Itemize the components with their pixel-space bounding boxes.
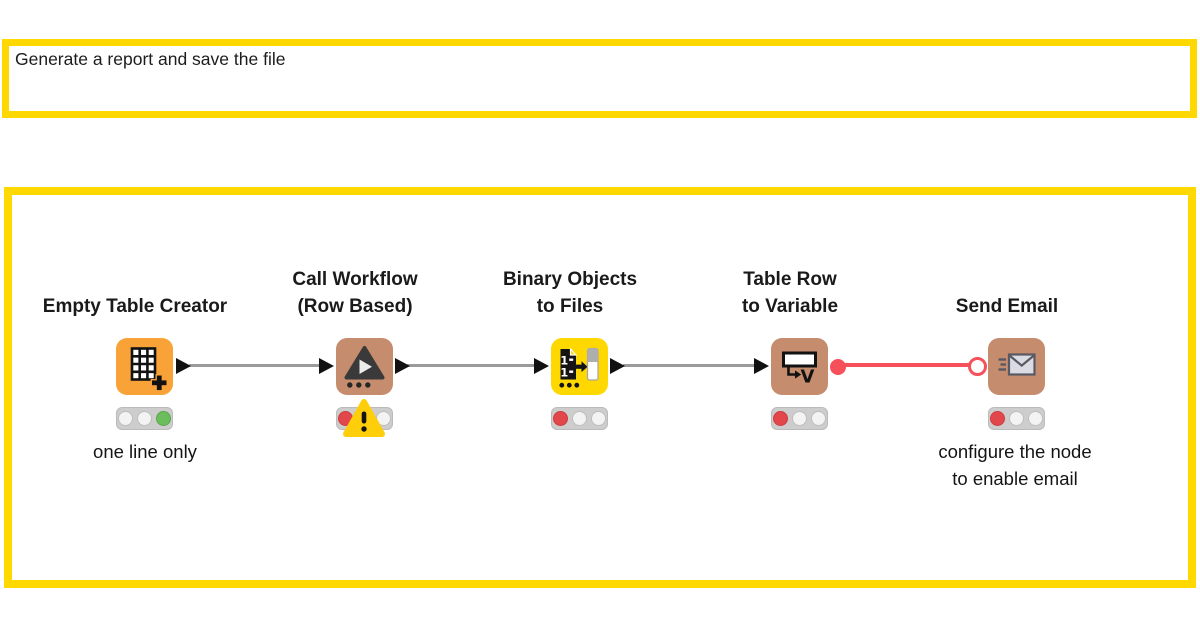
output-port-flow-variable[interactable] (830, 359, 846, 375)
node-status-traffic-light (551, 407, 608, 430)
empty-table-creator-icon[interactable] (116, 338, 173, 395)
send-email-icon[interactable] (988, 338, 1045, 395)
input-port-flow-variable-unconnected[interactable] (968, 357, 987, 376)
node-status-traffic-light (771, 407, 828, 430)
workflow-play-icon (344, 346, 385, 388)
annotation-text: Generate a report and save the file (15, 49, 286, 69)
binary-objects-icon[interactable]: 1 1 (551, 338, 608, 395)
node-title[interactable]: Send Email (955, 296, 1059, 317)
node-title[interactable]: Empty Table Creator (42, 296, 228, 317)
connection-binary-objects-to-table-row[interactable] (623, 364, 755, 367)
svg-text:1: 1 (560, 354, 568, 368)
node-caption[interactable]: one line only (93, 441, 197, 462)
node-caption[interactable]: configure the node to enable email (938, 441, 1092, 489)
input-port-table[interactable] (534, 358, 549, 374)
table-row-to-variable-icon[interactable]: V (771, 338, 828, 395)
warning-icon (343, 399, 385, 437)
node-title[interactable]: Binary Objects to Files (502, 269, 638, 317)
output-port-table[interactable] (610, 358, 625, 374)
call-workflow-icon[interactable] (336, 338, 393, 395)
output-port-table[interactable] (395, 358, 410, 374)
row-to-variable-icon: V (782, 351, 817, 388)
annotation-box-top[interactable]: Generate a report and save the file (2, 39, 1197, 118)
output-port-table[interactable] (176, 358, 191, 374)
connection-table-creator-to-call-workflow[interactable] (189, 364, 320, 367)
connection-call-workflow-to-binary-objects[interactable] (407, 364, 536, 367)
node-title[interactable]: Call Workflow (Row Based) (292, 269, 418, 317)
input-port-table[interactable] (319, 358, 334, 374)
node-title[interactable]: Table Row to Variable (741, 269, 839, 317)
svg-text:V: V (801, 367, 815, 388)
node-status-traffic-light (116, 407, 173, 430)
node-status-traffic-light (988, 407, 1045, 430)
table-plus-icon (130, 347, 168, 392)
svg-text:1: 1 (560, 366, 568, 380)
input-port-table[interactable] (754, 358, 769, 374)
envelope-icon (998, 353, 1036, 376)
connection-table-row-to-send-email-error[interactable] (844, 363, 969, 367)
binary-to-file-icon: 1 1 (559, 347, 599, 388)
